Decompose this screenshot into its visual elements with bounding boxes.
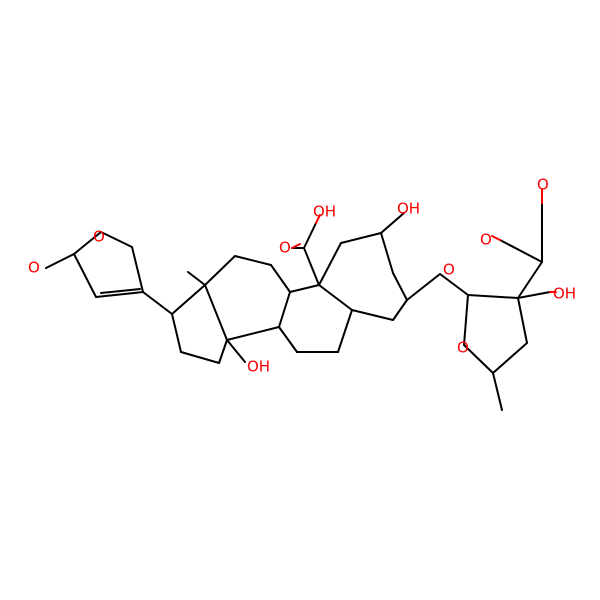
bond xyxy=(380,212,405,234)
bond xyxy=(73,231,102,255)
bond xyxy=(318,242,342,286)
bond xyxy=(340,232,382,244)
bond xyxy=(463,294,469,346)
bond xyxy=(303,222,317,249)
oxygen-bond-layer xyxy=(291,189,557,293)
ester-carbonyl-oxygen-label: O xyxy=(480,231,492,249)
bond xyxy=(226,326,280,341)
bond xyxy=(278,291,291,328)
bond xyxy=(517,297,528,344)
bond xyxy=(517,261,543,299)
bond xyxy=(278,326,298,353)
ring-a-hydroxyl-label: OH xyxy=(397,200,420,218)
bond-to-oxygen xyxy=(291,243,301,249)
bond xyxy=(234,255,272,266)
bond xyxy=(392,299,408,321)
sugar-ring-oxygen-label: O xyxy=(457,339,469,357)
bond xyxy=(492,342,528,374)
methoxy-oxygen-label: O xyxy=(537,176,549,194)
bond xyxy=(95,291,144,298)
bond xyxy=(463,344,494,374)
bond xyxy=(100,231,133,248)
bond xyxy=(492,372,503,411)
bond xyxy=(289,284,320,293)
bond xyxy=(204,284,228,341)
bond xyxy=(392,272,408,301)
bond xyxy=(131,246,144,293)
bond xyxy=(226,339,246,363)
bond xyxy=(351,309,394,321)
bond xyxy=(73,253,97,298)
bond-to-oxygen xyxy=(315,214,321,224)
bond xyxy=(171,284,206,315)
atom-labels: OH O OH O O O OH O O O OH xyxy=(28,176,576,376)
bond xyxy=(303,247,320,286)
bond xyxy=(270,264,291,293)
bond xyxy=(100,288,141,294)
bond xyxy=(318,284,353,311)
bond-to-oxygen xyxy=(491,235,501,241)
hydroxyl-acid-label: OH xyxy=(313,203,336,221)
acid-carbonyl-oxygen-label: O xyxy=(279,239,291,257)
bond xyxy=(180,351,220,364)
bond xyxy=(204,255,236,286)
bond xyxy=(45,253,75,269)
bond xyxy=(187,271,206,286)
bond xyxy=(467,294,519,299)
lactone-carbonyl-oxygen-label: O xyxy=(28,259,40,277)
bond xyxy=(439,273,469,296)
bond xyxy=(337,309,353,353)
bond xyxy=(499,239,543,263)
bond xyxy=(406,273,441,301)
bond xyxy=(218,339,228,364)
lactone-ring-oxygen-label: O xyxy=(93,228,105,246)
c14-hydroxyl-label: OH xyxy=(247,358,270,376)
bond xyxy=(171,313,182,353)
ether-oxygen-label: O xyxy=(443,261,455,279)
bond xyxy=(142,291,173,315)
bond xyxy=(380,232,394,274)
bond xyxy=(517,291,551,299)
sugar-hydroxyl-label: OH xyxy=(553,285,576,303)
